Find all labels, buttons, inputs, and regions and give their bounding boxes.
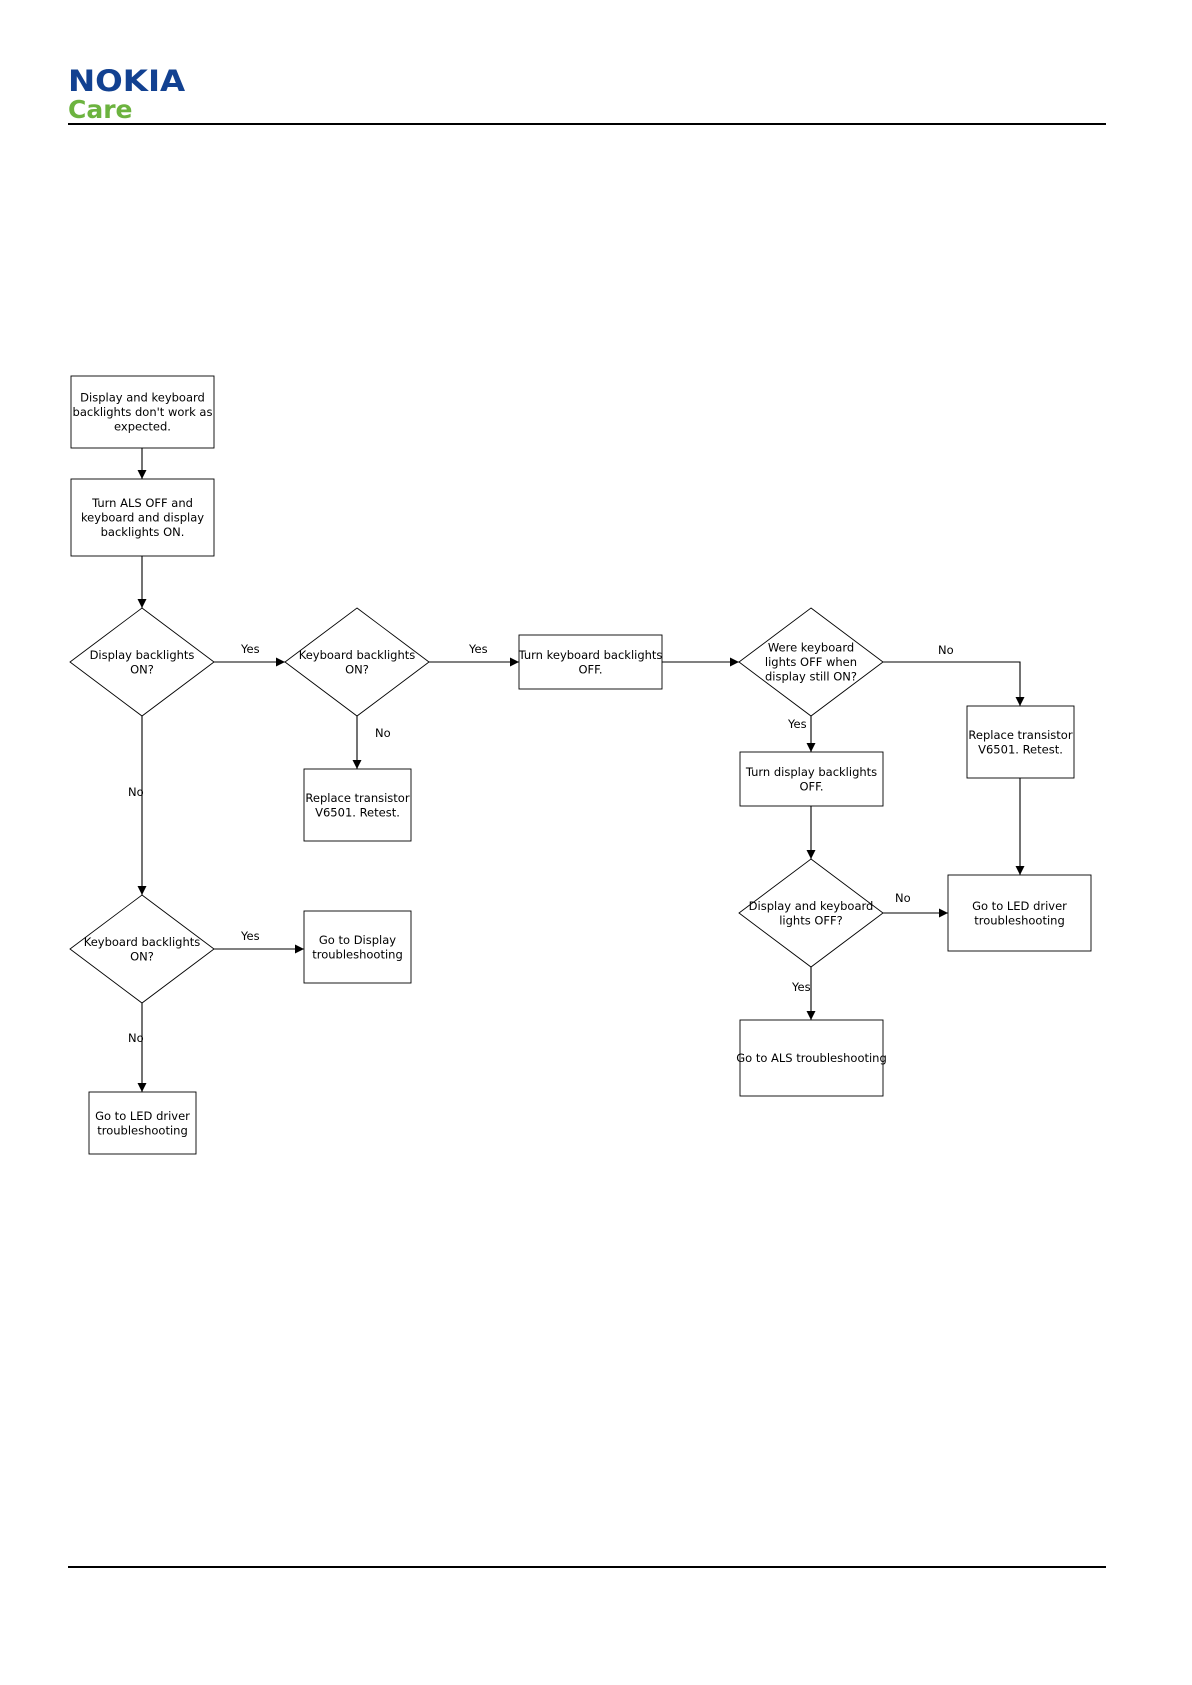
node-label-line: Replace transistor [305,791,409,805]
edge-line [883,661,1025,706]
node-label-line: Go to Display [319,933,396,947]
edge-label: Yes [240,642,260,656]
process-box [947,874,1092,952]
decision-diamond [284,607,430,717]
node-label-line: lights OFF when [765,655,857,669]
node-label-line: Go to LED driver [972,899,1067,913]
process-box [70,478,215,557]
decision-diamond [69,607,215,717]
edge-kbd-on-1-to-replace-v6501-mid: No [352,716,391,769]
process-box [966,705,1075,779]
nokia-care-logo: NOKIA Care [68,66,185,124]
edge-display-on-to-kbd-on-1: Yes [214,642,285,667]
process-box [518,634,663,690]
node-label-line: troubleshooting [312,947,403,961]
node-label-line: Replace transistor [968,728,1072,742]
node-label-line: OFF. [799,779,823,793]
edge-both-off-to-led-driver-right: No [883,891,948,918]
process-box [303,910,412,984]
node-label-line: OFF. [578,662,602,676]
logo-sub-brand: Care [68,95,133,124]
process-box [739,751,884,807]
node-label-line: V6501. Retest. [315,805,400,819]
node-label-line: Keyboard backlights [84,935,201,949]
node-label-line: Display and keyboard [749,899,874,913]
node-label-line: troubleshooting [97,1123,188,1137]
edge-label: No [938,643,954,657]
decision-diamond [738,858,884,968]
node-label-line: Keyboard backlights [299,648,416,662]
edge-display-on-to-kbd-on-2: No [128,716,147,895]
process-box [70,375,215,449]
node-als-ts: Go to ALS troubleshooting [736,1019,887,1097]
node-label-line: Go to LED driver [95,1109,190,1123]
node-label-line: lights OFF? [779,913,843,927]
decision-diamond [738,607,884,717]
process-box [88,1091,197,1155]
edge-kbd-on-2-to-led-driver-left: No [128,1003,147,1092]
node-label-line: expected. [114,420,171,434]
edge-label: No [375,726,391,740]
edge-label: Yes [787,717,807,731]
process-box [739,1019,884,1097]
node-label-line: Turn display backlights [745,765,877,779]
node-label-line: Turn ALS OFF and [91,496,193,510]
edge-were-kbd-off-to-disp-off-step: Yes [787,716,816,752]
edge-label: No [128,1031,144,1045]
edge-kbd-on-1-to-kbd-off-step: Yes [429,642,519,667]
logo-brand: NOKIA [68,64,186,98]
node-label-line: Display backlights [90,648,195,662]
node-label-line: V6501. Retest. [978,742,1063,756]
process-box [303,768,412,842]
node-label-line: Were keyboard [768,641,854,655]
node-label-line: keyboard and display [81,511,204,525]
node-label-line: ON? [130,662,154,676]
node-label-line: Turn keyboard backlights [518,648,663,662]
decision-diamond [69,894,215,1004]
header-rule [68,123,1106,125]
node-label-line: troubleshooting [974,913,1065,927]
node-label-line: backlights ON. [101,525,185,539]
edge-label: No [128,785,144,799]
node-label-line: ON? [130,949,154,963]
edge-kbd-on-2-to-display-ts: Yes [214,929,304,954]
node-label-line: ON? [345,662,369,676]
edge-label: Yes [791,980,811,994]
node-label-line: Go to ALS troubleshooting [736,1051,887,1065]
edge-were-kbd-off-to-replace-v6501-right: No [883,643,1025,706]
node-label-line: backlights don't work as [73,405,213,419]
edge-label: Yes [240,929,260,943]
edge-label: No [895,891,911,905]
edge-label: Yes [468,642,488,656]
node-label-line: Display and keyboard [80,391,205,405]
node-label-line: display still ON? [765,670,857,684]
edge-both-off-to-als-ts: Yes [791,967,816,1020]
footer-rule [68,1566,1106,1568]
